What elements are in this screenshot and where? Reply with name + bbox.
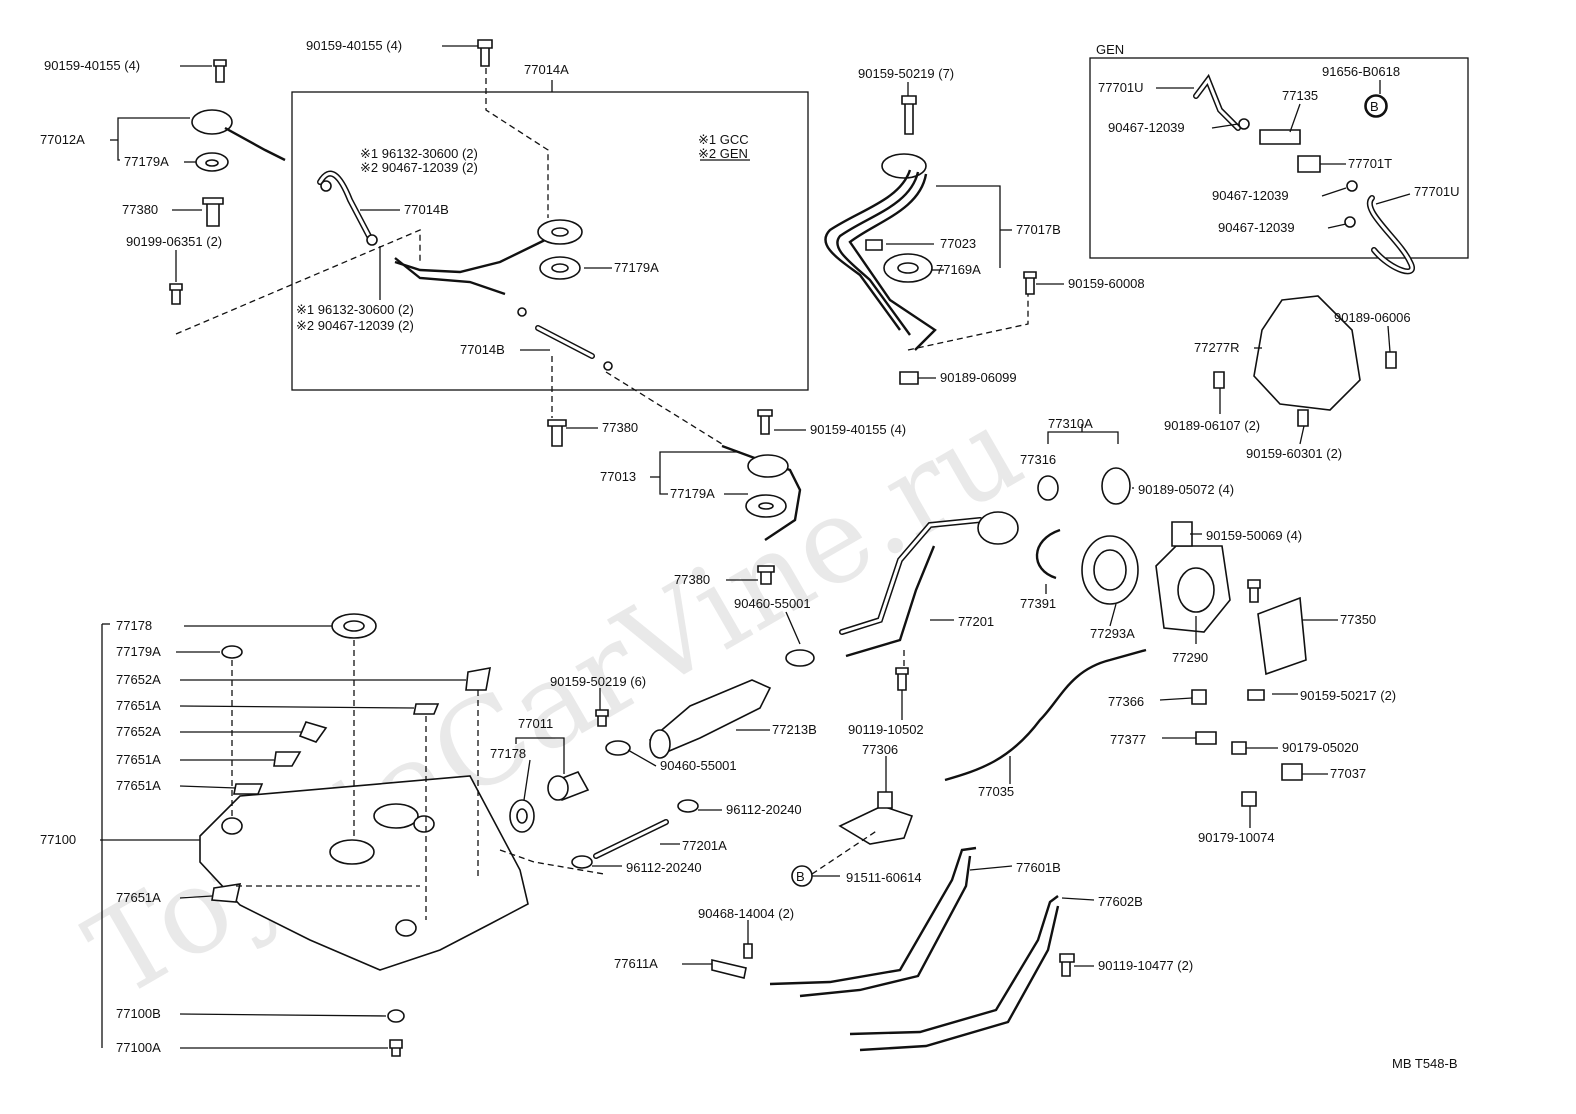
callout-label: 77651A — [116, 698, 161, 713]
callout-label: 77310A — [1048, 416, 1093, 431]
callout-label: 77701T — [1348, 156, 1392, 171]
callout-label: 77178 — [490, 746, 526, 761]
callout-label: 77602B — [1098, 894, 1143, 909]
callout-label: 77601B — [1016, 860, 1061, 875]
callout-label: 77391 — [1020, 596, 1056, 611]
callout-label: 77366 — [1108, 694, 1144, 709]
callout-label: 90189-06099 — [940, 370, 1017, 385]
callout-label: ※1 96132-30600 (2) — [296, 302, 414, 317]
callout-label: 90189-06107 (2) — [1164, 418, 1260, 433]
sender-assembly-box — [291, 80, 809, 391]
callout-label: 90189-05072 (4) — [1138, 482, 1234, 497]
callout-label: 90179-05020 — [1282, 740, 1359, 755]
ref-marker-1: B — [1365, 95, 1387, 117]
callout-label: 77377 — [1110, 732, 1146, 747]
ref-marker-2-label: B — [796, 869, 805, 884]
callout-label: 90119-10477 (2) — [1098, 958, 1193, 973]
callout-label: 77652A — [116, 672, 161, 687]
callout-label: 90159-40155 (4) — [810, 422, 906, 437]
callout-label: 77179A — [614, 260, 659, 275]
callout-label: 77611A — [614, 956, 658, 971]
callout-label: 90159-50219 (7) — [858, 66, 954, 81]
callout-label: 90467-12039 — [1212, 188, 1289, 203]
callout-label: 77380 — [602, 420, 638, 435]
callout-label: 77213B — [772, 722, 817, 737]
callout-label: 90159-60008 — [1068, 276, 1145, 291]
callout-label: 77100 — [40, 832, 76, 847]
callout-label: 96112-20240 — [626, 860, 702, 875]
leader-lines — [100, 45, 1411, 1049]
callout-label: 77652A — [116, 724, 161, 739]
callout-label: 77293A — [1090, 626, 1135, 641]
callout-label: 77651A — [116, 890, 161, 905]
callout-label: 77178 — [116, 618, 152, 633]
callout-label: 77035 — [978, 784, 1014, 799]
callout-label: 90468-14004 (2) — [698, 906, 794, 921]
callout-label: 77201 — [958, 614, 994, 629]
callout-label: 90199-06351 (2) — [126, 234, 222, 249]
callout-label: 90119-10502 — [848, 722, 924, 737]
gen-box — [1089, 57, 1469, 259]
callout-label: 77380 — [674, 572, 710, 587]
callout-label: ※2 90467-12039 (2) — [360, 160, 478, 175]
callout-label: 77014B — [460, 342, 505, 357]
callout-label: 77100B — [116, 1006, 161, 1021]
callout-label: 77306 — [862, 742, 898, 757]
callout-label: 77179A — [124, 154, 169, 169]
callout-label: 77017B — [1016, 222, 1061, 237]
ref-marker-2: B — [791, 865, 813, 887]
drawing-code: MB T548-B — [1392, 1056, 1458, 1071]
legend-line-1: ※1 GCC — [698, 132, 749, 147]
dashed-assembly-lines — [175, 68, 1029, 920]
callout-label: 77179A — [116, 644, 161, 659]
callout-label: 77023 — [940, 236, 976, 251]
callout-label: 77012A — [40, 132, 85, 147]
callout-label: 77380 — [122, 202, 158, 217]
callout-label: 77011 — [518, 716, 553, 731]
box-title-gen: GEN — [1096, 42, 1124, 57]
callout-label: 90159-60301 (2) — [1246, 446, 1342, 461]
callout-label: 90467-12039 — [1218, 220, 1295, 235]
legend-line-2: ※2 GEN — [698, 146, 748, 161]
callout-label: 77100A — [116, 1040, 161, 1055]
callout-label: 90467-12039 — [1108, 120, 1185, 135]
callout-label: 90159-50217 (2) — [1300, 688, 1396, 703]
callout-label: 90159-50069 (4) — [1206, 528, 1302, 543]
callout-label: 77169A — [936, 262, 981, 277]
callout-label: 91511-60614 — [846, 870, 922, 885]
callout-label: 77179A — [670, 486, 715, 501]
callout-label: 90159-40155 (4) — [306, 38, 402, 53]
ref-marker-1-label: B — [1370, 99, 1379, 114]
callout-label: 90189-06006 — [1334, 310, 1411, 325]
callout-label: 77701U — [1414, 184, 1460, 199]
callout-label: 77014B — [404, 202, 449, 217]
callout-label: ※2 90467-12039 (2) — [296, 318, 414, 333]
callout-label: 96112-20240 — [726, 802, 802, 817]
callout-label: 90159-40155 (4) — [44, 58, 140, 73]
callout-label: 77277R — [1194, 340, 1240, 355]
part-drawings — [169, 39, 1415, 1057]
callout-label: 77651A — [116, 778, 161, 793]
callout-label: 90159-50219 (6) — [550, 674, 646, 689]
callout-label: 90460-55001 — [660, 758, 737, 773]
callout-label: 77013 — [600, 469, 636, 484]
callout-label: 77350 — [1340, 612, 1376, 627]
callout-label: 91656-B0618 — [1322, 64, 1400, 79]
callout-label: 77290 — [1172, 650, 1208, 665]
callout-label: 90179-10074 — [1198, 830, 1275, 845]
callout-label: 77651A — [116, 752, 161, 767]
labels: 77014A GEN ※1 GCC ※2 GEN 90159-40155 (4)… — [40, 38, 1460, 1071]
callout-label: 77201A — [682, 838, 727, 853]
callout-label: 77701U — [1098, 80, 1144, 95]
callout-label: 77037 — [1330, 766, 1366, 781]
callout-label: 77135 — [1282, 88, 1318, 103]
callout-label: 77316 — [1020, 452, 1056, 467]
callout-label: 90460-55001 — [734, 596, 811, 611]
watermark: ToyotaCarVine.ru — [65, 380, 1043, 1024]
callout-label: ※1 96132-30600 (2) — [360, 146, 478, 161]
box-title-77014a: 77014A — [524, 62, 569, 77]
